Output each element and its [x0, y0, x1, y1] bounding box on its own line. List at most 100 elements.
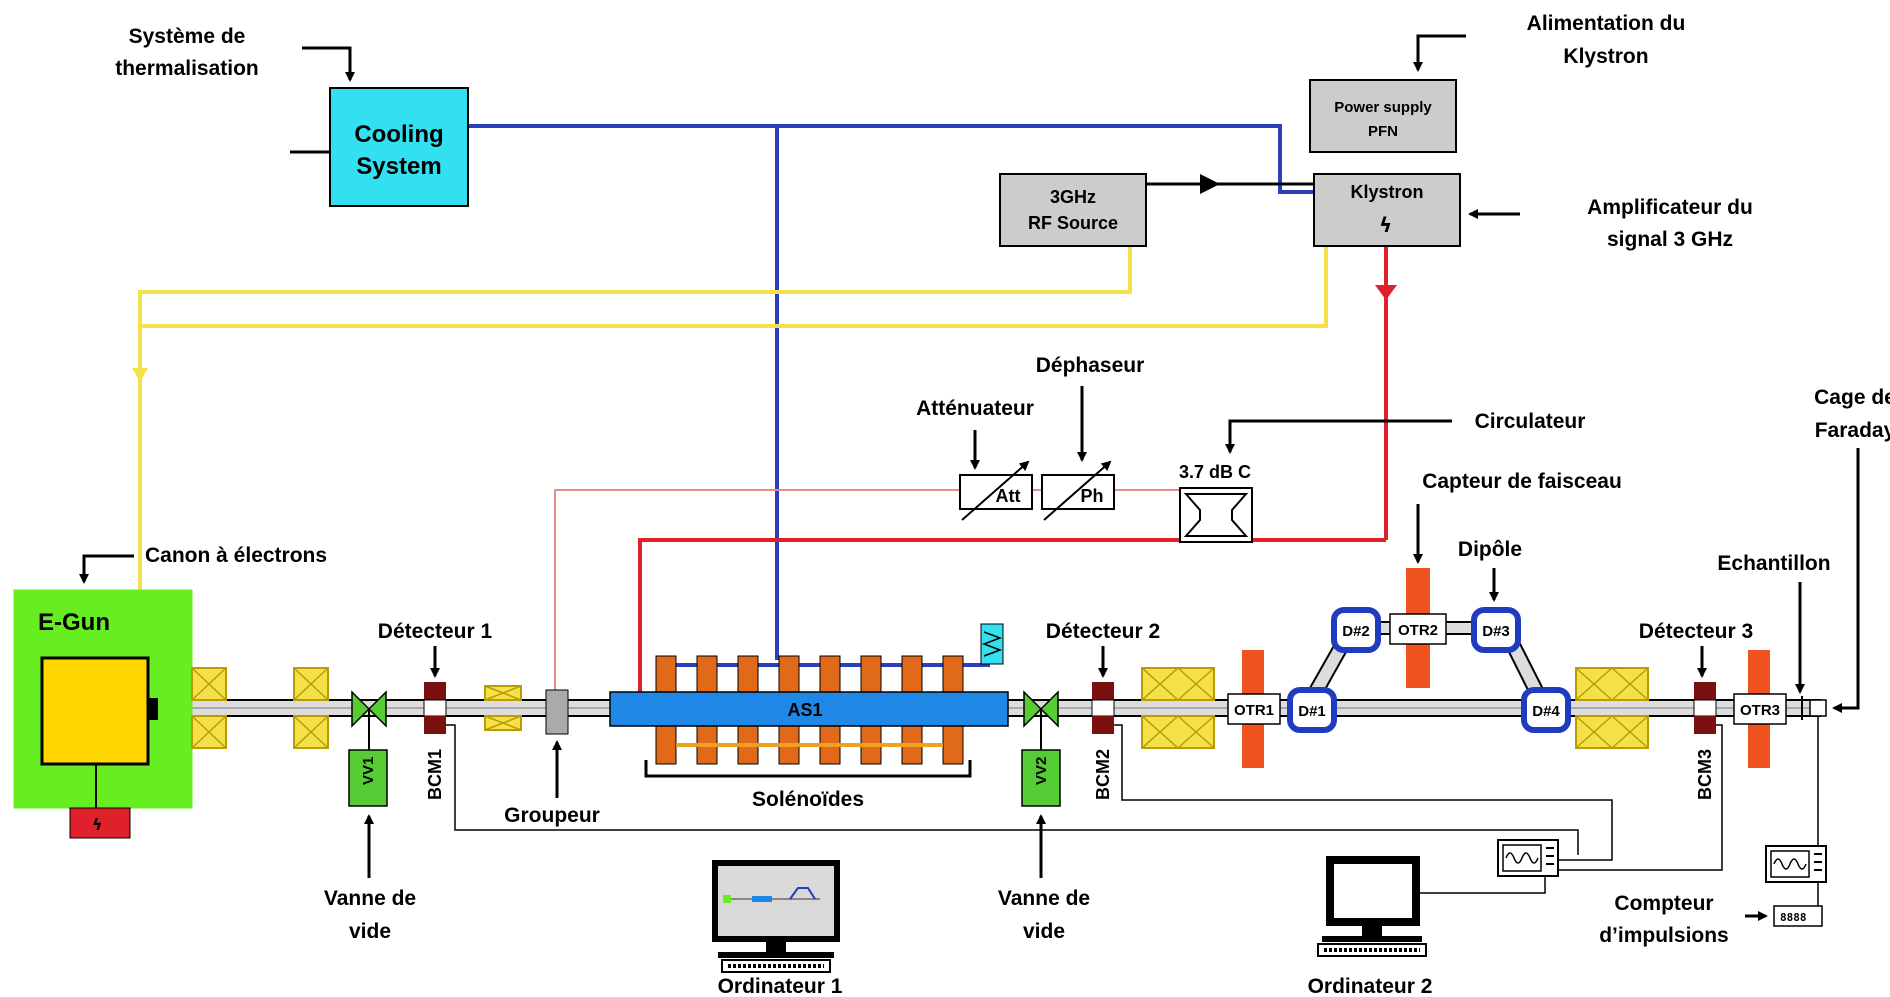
d4-label: D#4 [1532, 703, 1560, 720]
cage-arrow [1832, 448, 1860, 713]
phase-shifter-slash [1043, 460, 1112, 521]
vv1-label: VV1 [360, 757, 377, 785]
coupler-symbol [1183, 493, 1249, 537]
klystron-caption-2: signal 3 GHz [1607, 228, 1733, 251]
computer-1-icon [712, 860, 840, 973]
otr3-box [1733, 693, 1787, 725]
bcm2-top [1092, 682, 1114, 700]
rf-yellow-lines [138, 245, 1328, 660]
rf-load [980, 623, 1004, 665]
klystron-box [1313, 173, 1461, 247]
yellow-arrowhead [132, 368, 148, 382]
oscilloscope-1 [1497, 839, 1559, 877]
vanne2-label-1: Vanne de [998, 887, 1090, 910]
bcm1-top [424, 682, 446, 700]
echantillon-label: Echantillon [1717, 552, 1830, 575]
computer-2-icon [1317, 856, 1427, 957]
valve-vv2-box [1021, 749, 1061, 807]
attenuator-box [959, 474, 1033, 510]
canon-label: Canon à électrons [145, 544, 327, 567]
attenuator-label: Att [996, 486, 1021, 506]
cooling-caption-arrow [302, 46, 355, 82]
egun-power-box [69, 807, 131, 839]
cooling-system-box [329, 87, 469, 207]
rf-source-label-2: RF Source [1028, 213, 1118, 233]
d1-label: D#1 [1298, 703, 1326, 720]
power-supply-box [1309, 79, 1457, 153]
detecteur1-label: Détecteur 1 [378, 620, 493, 643]
d3-label: D#3 [1482, 623, 1510, 640]
otr2-box [1389, 613, 1447, 645]
magnet-cross-marks [191, 667, 1649, 749]
attenuator-slash [961, 460, 1030, 521]
phase-shifter-label: Ph [1080, 486, 1103, 506]
bcm1-mid [423, 699, 447, 717]
d2-label: D#2 [1342, 623, 1370, 640]
klystron-supply-caption-1: Alimentation du [1527, 12, 1686, 35]
klystron-label: Klystron [1350, 182, 1423, 202]
bcm3-signal-line [1558, 724, 1723, 871]
otr1-label: OTR1 [1234, 702, 1274, 719]
circulateur-label: Circulateur [1475, 410, 1586, 433]
bcm2-signal-line [1114, 724, 1613, 861]
valve-vv1-box [348, 749, 388, 807]
as1-label: AS1 [787, 700, 822, 720]
klystron-supply-caption-2: Klystron [1563, 45, 1648, 68]
rf-source-label-1: 3GHz [1050, 187, 1096, 207]
power-supply-label-1: Power supply [1334, 99, 1432, 116]
dephaseur-label: Déphaseur [1036, 354, 1145, 377]
dipole-label: Dipôle [1458, 538, 1522, 561]
vv2-label: VV2 [1033, 757, 1050, 785]
cage-label-1: Cage de [1814, 386, 1890, 409]
detecteur3-label: Détecteur 3 [1639, 620, 1753, 643]
osc1-to-pc2-line [1410, 876, 1546, 894]
cooling-system-label-1: Cooling [354, 121, 443, 148]
cooling-system-label-2: System [356, 153, 441, 180]
otr1-box [1227, 693, 1281, 725]
compteur-label-2: d’impulsions [1599, 924, 1729, 947]
bcm1-label: BCM1 [425, 749, 445, 800]
egun-anode [148, 698, 158, 720]
oscilloscope-2 [1765, 845, 1827, 883]
egun-power-bolt-icon: ϟ [92, 815, 103, 834]
klystron-bolt-icon: ϟ [1379, 213, 1392, 237]
rf-source-box [999, 173, 1147, 247]
accelerator-as1 [609, 691, 1009, 727]
pulse-counter-box [1773, 905, 1823, 927]
bcm2-label: BCM2 [1093, 749, 1113, 800]
bcm3-mid [1693, 699, 1717, 717]
cage-label-2: Faraday [1815, 419, 1890, 442]
egun-label: E-Gun [38, 609, 110, 636]
bcm2-mid [1091, 699, 1115, 717]
otr3-label: OTR3 [1740, 702, 1780, 719]
klystron-supply-arrow [1413, 34, 1466, 72]
rf-red-lines [638, 245, 1388, 695]
canon-arrow [79, 554, 134, 584]
coupler-label: 3.7 dB C [1179, 462, 1251, 482]
cooling-caption-1: Système de [129, 25, 246, 48]
bcm3-top [1694, 682, 1716, 700]
compteur-label-1: Compteur [1614, 892, 1713, 915]
bcm1-signal-line [446, 724, 1579, 855]
bcm3-label: BCM3 [1695, 749, 1715, 800]
rf-load-zigzag [981, 631, 1003, 657]
phase-shifter-box [1041, 474, 1115, 510]
klystron-caption-1: Amplificateur du [1587, 196, 1753, 219]
rf-arrowhead [1200, 174, 1220, 194]
bcm2-bottom [1092, 716, 1114, 734]
vanne1-label-1: Vanne de [324, 887, 416, 910]
cooling-caption-2: thermalisation [115, 57, 259, 80]
ordinateur2-label: Ordinateur 2 [1308, 975, 1433, 997]
bcm3-bottom [1694, 716, 1716, 734]
egun-cathode [40, 656, 150, 766]
detecteur2-label: Détecteur 2 [1046, 620, 1160, 643]
vanne2-label-2: vide [1023, 920, 1065, 943]
faraday-cup [1809, 699, 1827, 717]
power-supply-label-2: PFN [1368, 123, 1398, 140]
solenoids [655, 655, 964, 765]
dipoles [1287, 607, 1571, 733]
capteur-label: Capteur de faisceau [1422, 470, 1622, 493]
solenoides-label: Solénoïdes [752, 788, 864, 811]
solenoides-bracket [644, 760, 972, 778]
